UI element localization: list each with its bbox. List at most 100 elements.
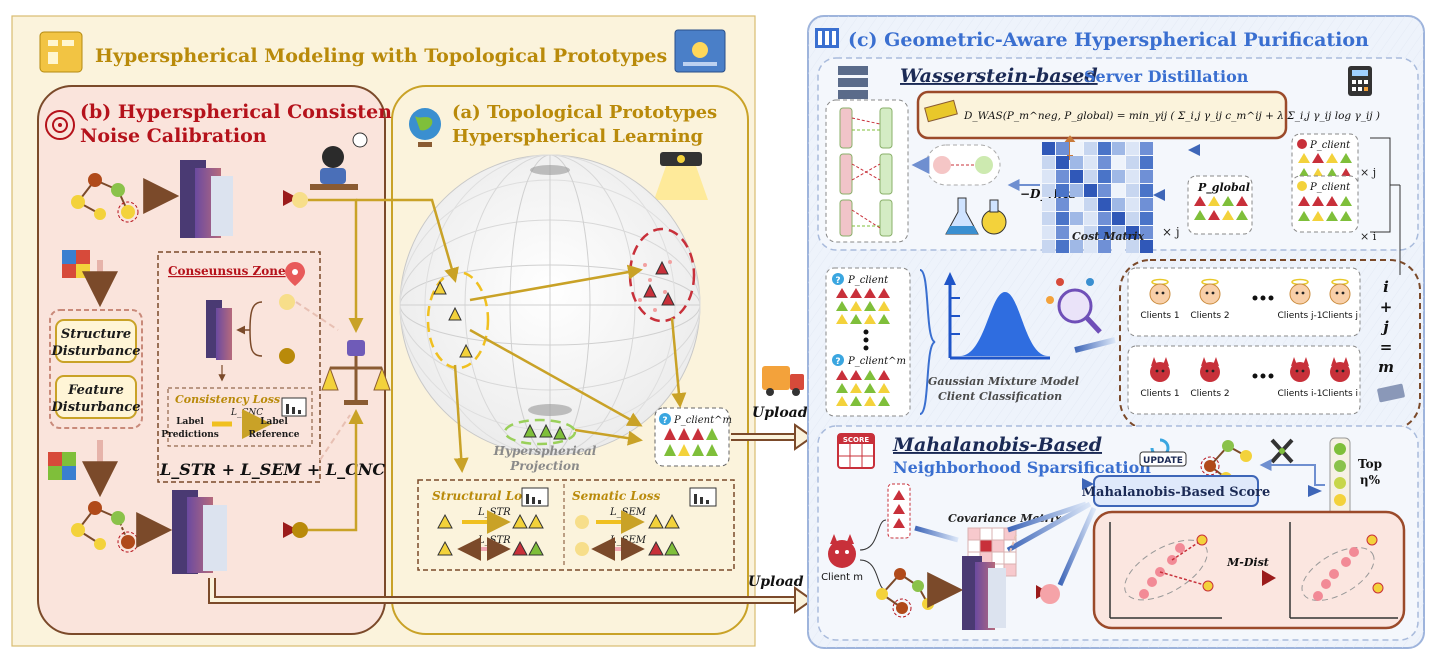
eraser-icon [1377, 383, 1405, 403]
l-cnc-label: L_CNC [230, 408, 263, 418]
magnifier-network-icon [1046, 278, 1102, 334]
wasserstein-title-rest: Server Distillation [1084, 67, 1249, 86]
client-label: Clients 2 [1190, 311, 1229, 321]
clean-client-prototype-box [1291, 175, 1359, 233]
clean-client: Clients 1 [1140, 278, 1180, 321]
clean-client: Clients j [1322, 278, 1358, 321]
l-sem-top: L_SEM [609, 507, 647, 518]
client-label: Clients i [1322, 389, 1358, 399]
client-stack-bottom-label: P_client^m [847, 356, 906, 367]
client-label: Clients 2 [1190, 389, 1229, 399]
panel-b [37, 85, 386, 635]
cost-matrix-cell [1126, 142, 1139, 155]
bar-chart-icon-str [521, 487, 549, 507]
gmm-label-2: Client Classification [938, 390, 1062, 403]
label-reference-1: Label [260, 417, 288, 427]
panel-b-title-1: (b) Hyperspherical Consistency [80, 101, 416, 123]
globe-icon [409, 108, 441, 147]
cost-matrix-cell [1126, 184, 1139, 197]
projection-label-2: Projection [509, 459, 579, 473]
gmm-brace [919, 269, 936, 415]
svg-text:?: ? [835, 357, 840, 367]
mahalanobis-score-box [1093, 475, 1259, 507]
rubiks-cube-icon-bottom [48, 452, 76, 480]
cost-matrix-cell [1042, 198, 1055, 211]
client-stack-bottom-grid [836, 370, 890, 406]
prototype-client-m-grid [664, 428, 718, 456]
covariance-cell [1003, 551, 1017, 565]
cost-matrix-cell [1042, 170, 1055, 183]
cost-matrix-cell [1042, 156, 1055, 169]
vertical-ellipsis [863, 329, 869, 351]
cost-matrix-cell [1084, 170, 1097, 183]
cost-matrix-cell [1084, 142, 1097, 155]
svg-text:?: ? [835, 276, 840, 286]
structure-label-1: Structure [61, 327, 131, 342]
client-stack-top-label: P_client [847, 275, 889, 286]
encoder-bottom [172, 490, 227, 574]
cost-matrix-cell [1070, 170, 1083, 183]
pair-comparisons [839, 107, 893, 237]
score-board-icon [837, 433, 875, 469]
cost-matrix-cell [1126, 240, 1139, 253]
l-sem-bottom: L_SEM [609, 535, 647, 546]
columns-icon [815, 28, 839, 48]
consensus-zone [157, 251, 321, 483]
arrow-emb-to-sphere [356, 198, 459, 283]
truck-icon [762, 366, 804, 396]
cost-matrix-cell [1112, 212, 1125, 225]
cost-matrix-label: Cost Matrix [1072, 230, 1145, 243]
label-predictions-2: Predictions [161, 430, 219, 440]
cost-matrix-cell [1140, 198, 1153, 211]
covariance-cell [991, 539, 1005, 553]
gmm-bell-curve [960, 292, 1048, 356]
graph-bottom [71, 501, 139, 553]
cost-matrix-cell [1084, 198, 1097, 211]
top-eta-1: Top [1358, 457, 1382, 471]
noisy-client: Clients i [1322, 357, 1358, 399]
disturbance-group [49, 309, 143, 429]
cost-matrix-cell [1084, 226, 1097, 239]
mahalanobis-score-label: Mahalanobis-Based Score [1082, 485, 1271, 500]
cost-matrix-cell [1098, 240, 1111, 253]
cost-matrix-cell [1126, 198, 1139, 211]
cost-matrix-cell [1070, 226, 1083, 239]
graph-top [71, 173, 139, 223]
embedding-client-m [1040, 584, 1060, 604]
structural-loss-glyphs [437, 510, 544, 561]
client-label: Clients 1 [1140, 311, 1179, 321]
cost-matrix-cell [1042, 240, 1055, 253]
flask-icon [945, 197, 1007, 235]
gmm-label-1: Gaussian Mixture Model [928, 375, 1079, 388]
cost-matrix-cell [1112, 170, 1125, 183]
cost-matrix-cell [1070, 184, 1083, 197]
blueprint-icon [674, 29, 726, 73]
clean-client: Clients j-1 [1277, 278, 1323, 321]
client-m-graph [876, 568, 934, 618]
cost-matrix-cell [1098, 156, 1111, 169]
location-pin-icon [285, 262, 305, 286]
l-str-top: L_STR [477, 507, 511, 518]
client-ellipsis [1252, 295, 1274, 379]
global-prototype-grid [1194, 196, 1248, 220]
noisy-client: Clients 1 [1140, 357, 1180, 399]
gmm-axes [944, 272, 1050, 360]
cost-matrix-cell [1084, 240, 1097, 253]
cluster-yellow-points [433, 280, 473, 358]
cost-matrix-cell [1140, 170, 1153, 183]
eq-i: i [1383, 278, 1389, 296]
m-dist-box [1092, 510, 1406, 630]
m-dist-plot-left [1109, 522, 1222, 619]
cost-matrix-cell [1070, 240, 1083, 253]
feature-label-2: Disturbance [51, 400, 141, 415]
cost-matrix-cell [1098, 198, 1111, 211]
upload-label-1: Upload [752, 405, 808, 421]
cost-matrix-cell [1112, 198, 1125, 211]
rubiks-cube-icon-top [62, 250, 90, 278]
client-stack-top-grid [836, 288, 890, 324]
cost-matrix-cell [1042, 142, 1055, 155]
cost-matrix-cell [1140, 212, 1153, 225]
arrow-yellow-to-red [469, 264, 643, 302]
